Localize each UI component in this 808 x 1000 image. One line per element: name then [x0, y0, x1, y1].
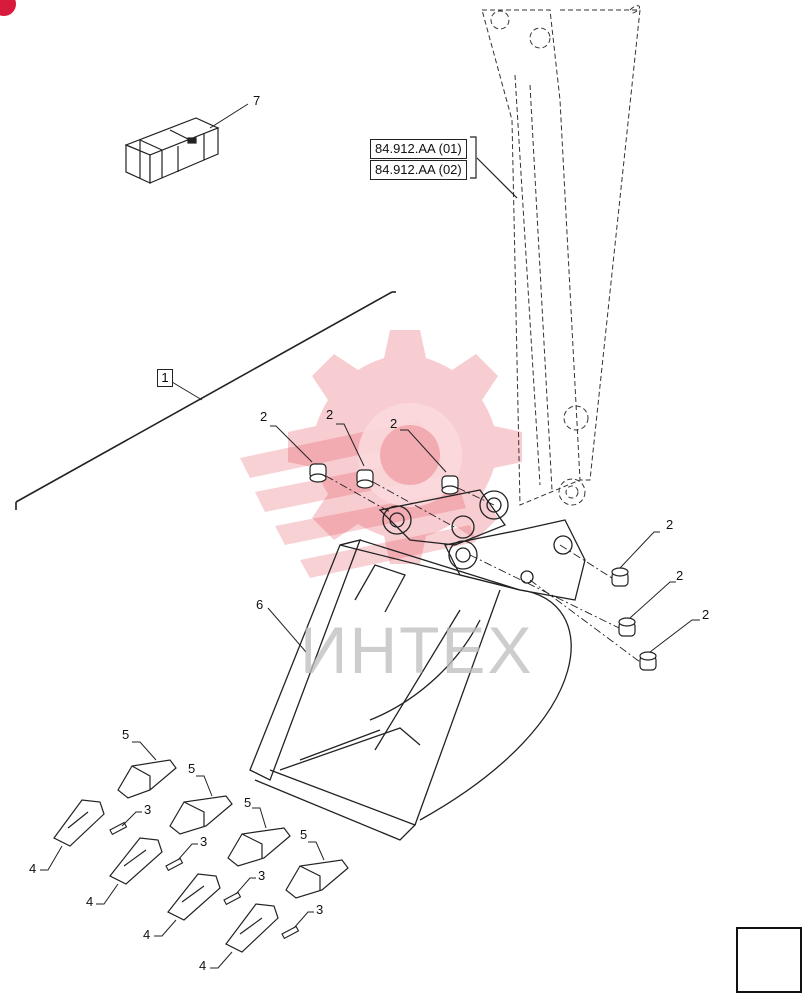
callout-5-b: 5 [188, 761, 196, 776]
reference-link-01[interactable]: 84.912.AA (01) [370, 139, 467, 159]
callout-5-c: 5 [244, 795, 252, 810]
group-label: 1 [157, 369, 173, 387]
callout-2-d: 2 [666, 517, 674, 532]
callout-3-c: 3 [258, 868, 266, 883]
callout-2-b: 2 [326, 407, 334, 422]
bucket-teeth [53, 799, 279, 953]
group-line [15, 291, 393, 503]
leader-6 [267, 607, 307, 653]
crate-part [124, 117, 220, 184]
callout-2-f: 2 [702, 607, 710, 622]
pin-leaders [121, 811, 314, 929]
callout-2-a: 2 [260, 409, 268, 424]
callout-4-b: 4 [86, 894, 94, 909]
callout-4-c: 4 [143, 927, 151, 942]
tooth-pins [109, 821, 300, 940]
next-page-button[interactable] [736, 927, 802, 993]
boom-arm [481, 5, 641, 506]
teeth-leaders [40, 845, 233, 969]
callout-2-e: 2 [676, 568, 684, 583]
callout-7: 7 [253, 93, 261, 108]
callout-3-a: 3 [144, 802, 152, 817]
callout-4-a: 4 [29, 861, 37, 876]
watermark-stripes [240, 403, 476, 578]
callout-6: 6 [256, 597, 264, 612]
callout-5-a: 5 [122, 727, 130, 742]
callout-3-d: 3 [316, 902, 324, 917]
corner-badge [0, 0, 16, 16]
watermark-text: ИНТЕХ [300, 613, 534, 687]
callout-4-d: 4 [199, 958, 207, 973]
bushings-left [309, 463, 459, 495]
callout-5-d: 5 [300, 827, 308, 842]
bushings-right [611, 567, 657, 671]
bucket-part [249, 489, 586, 841]
leader-7 [209, 103, 249, 129]
pin-axes [325, 475, 641, 663]
ref-leader [476, 157, 518, 199]
ref-bracket [470, 136, 477, 179]
callout-3-b: 3 [200, 834, 208, 849]
reference-link-02[interactable]: 84.912.AA (02) [370, 160, 467, 180]
adapter-leaders [132, 741, 325, 861]
watermark-gear-icon [288, 330, 522, 564]
tooth-adapters [117, 759, 349, 899]
callout-2-c: 2 [390, 416, 398, 431]
bushing-leaders [270, 423, 700, 653]
